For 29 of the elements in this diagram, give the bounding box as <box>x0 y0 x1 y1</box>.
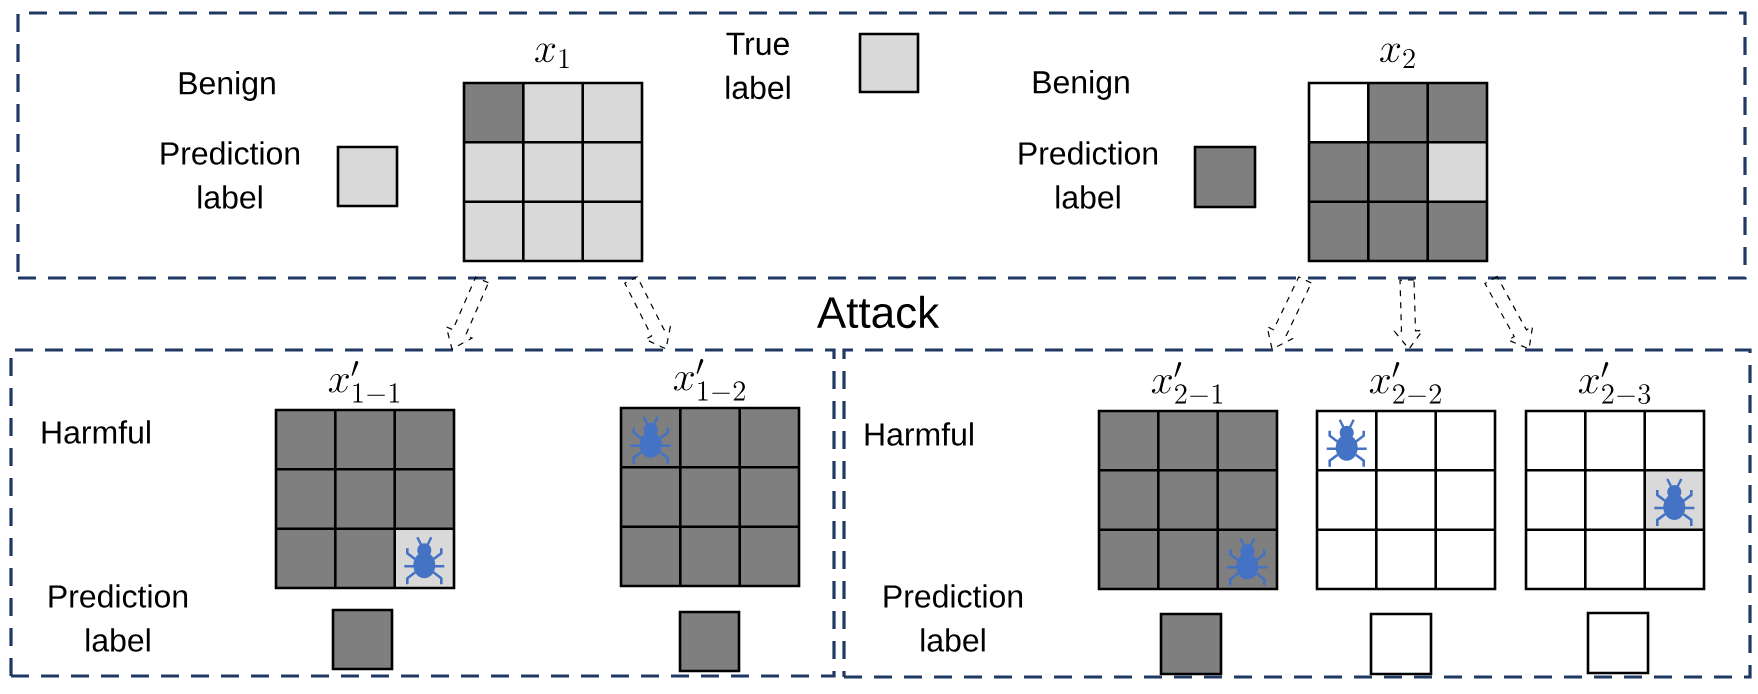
grid-title: $x'_{1-1}$ <box>328 361 400 403</box>
label-square <box>1369 612 1433 676</box>
label-square <box>858 32 920 94</box>
grid-title: $x'_{2-2}$ <box>1369 362 1441 404</box>
grid-title: $x_1$ <box>535 43 569 69</box>
dashed-panel <box>9 348 836 678</box>
label-square <box>1586 611 1650 675</box>
grid-title: $x'_{2-1}$ <box>1151 362 1223 404</box>
category-label: Harmful <box>865 422 973 446</box>
row-label: Prediction label <box>884 584 1023 652</box>
caption-label: True label <box>726 32 790 100</box>
row-label: Prediction label <box>49 584 188 652</box>
step-label: Attack <box>816 295 940 329</box>
grid-title: $x'_{1-2}$ <box>673 359 745 401</box>
label-square <box>331 608 394 671</box>
hollow-arrow <box>1393 279 1424 350</box>
label-square <box>336 145 399 208</box>
category-label: Benign <box>179 71 275 101</box>
label-square <box>1193 145 1257 209</box>
row-label: Prediction label <box>1019 141 1158 209</box>
category-label: Benign <box>1033 70 1129 100</box>
label-square <box>1159 612 1223 676</box>
category-label: Harmful <box>42 420 150 444</box>
row-label: Prediction label <box>161 141 300 209</box>
dashed-panel <box>16 11 1747 280</box>
grid-title: $x_2$ <box>1380 43 1415 69</box>
grid-title: $x'_{2-3}$ <box>1578 362 1651 405</box>
dashed-panel <box>842 348 1752 679</box>
label-square <box>678 610 741 673</box>
